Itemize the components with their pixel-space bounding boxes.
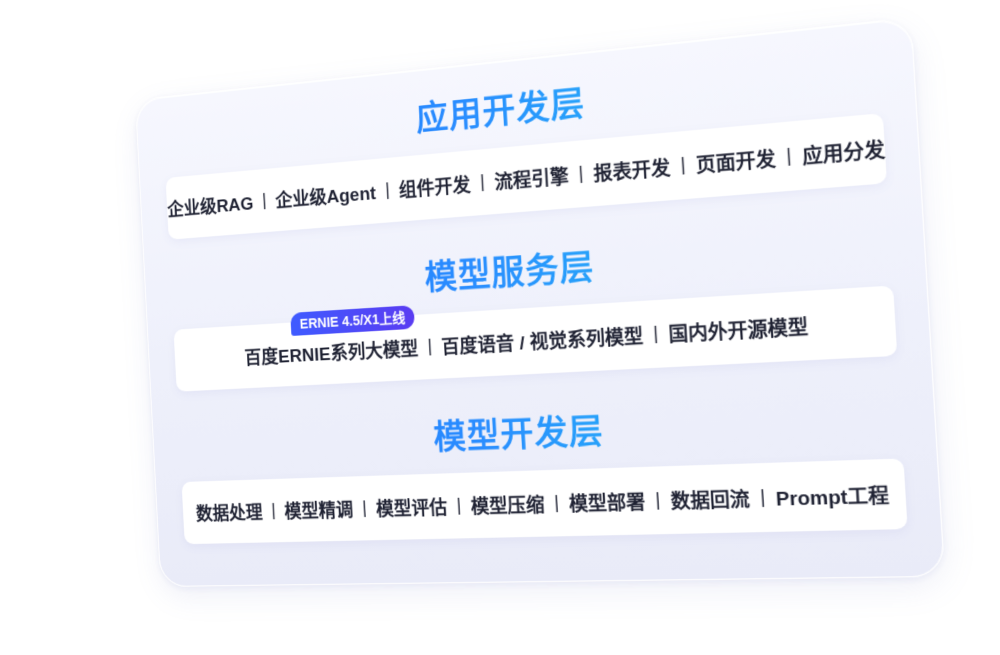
layer-items-band: 数据处理 | 模型精调 | 模型评估 | 模型压缩 | 模型部署 | 数据回流 … xyxy=(182,458,908,544)
separator: | xyxy=(649,489,668,512)
list-item: 模型部署 xyxy=(564,487,650,517)
list-item: 企业级RAG xyxy=(163,188,257,221)
list-item: 报表开发 xyxy=(589,152,675,187)
separator: | xyxy=(779,144,798,169)
model-service-layer: 模型服务层 ERNIE 4.5/X1上线 百度ERNIE系列大模型 | 百度语音… xyxy=(145,221,925,318)
list-item: 百度语音 / 视觉系列模型 xyxy=(437,321,648,360)
list-item: 数据回流 xyxy=(666,484,755,514)
list-item: 页面开发 xyxy=(691,143,781,178)
list-item: 组件开发 xyxy=(394,169,475,202)
separator: | xyxy=(646,322,665,345)
list-item: 流程引擎 xyxy=(490,161,573,195)
separator: | xyxy=(421,335,438,358)
separator: | xyxy=(674,153,693,177)
list-item: 数据处理 xyxy=(192,498,267,526)
model-development-layer: 模型开发层 数据处理 | 模型精调 | 模型评估 | 模型压缩 | 模型部署 |… xyxy=(153,395,936,470)
list-item: 企业级Agent xyxy=(271,178,380,213)
separator: | xyxy=(379,179,396,202)
separator: | xyxy=(356,497,373,519)
list-item: 模型精调 xyxy=(280,495,357,523)
separator: | xyxy=(753,486,772,509)
list-item: 模型评估 xyxy=(372,493,452,522)
architecture-card: 应用开发层 企业级RAG | 企业级Agent | 组件开发 | 流程引擎 | … xyxy=(135,17,945,587)
separator: | xyxy=(265,500,281,521)
application-development-layer: 应用开发层 企业级RAG | 企业级Agent | 组件开发 | 流程引擎 | … xyxy=(137,48,915,167)
layer-title: 模型开发层 xyxy=(153,395,936,470)
list-item: 模型压缩 xyxy=(466,490,549,519)
separator: | xyxy=(256,189,272,211)
separator: | xyxy=(548,492,566,515)
list-item-with-badge: ERNIE 4.5/X1上线 百度ERNIE系列大模型 xyxy=(240,334,422,370)
separator: | xyxy=(572,162,590,186)
separator: | xyxy=(474,171,491,194)
list-item: 应用分发 xyxy=(797,133,890,169)
release-badge: ERNIE 4.5/X1上线 xyxy=(290,305,415,336)
list-item: 百度ERNIE系列大模型 xyxy=(241,339,423,369)
separator: | xyxy=(450,495,467,517)
list-item: 国内外开源模型 xyxy=(664,311,813,347)
list-item: Prompt工程 xyxy=(771,480,895,512)
